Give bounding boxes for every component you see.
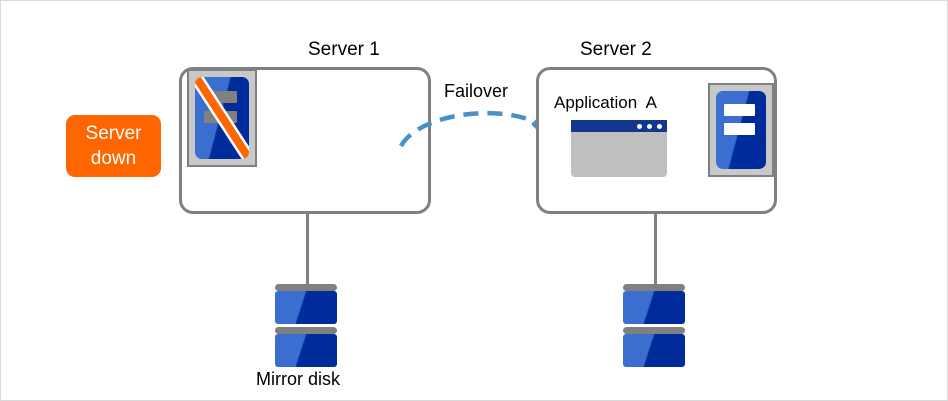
server-icon (708, 83, 774, 177)
disabled-slash-icon (195, 77, 249, 159)
mirror-disk-stack-right (623, 284, 685, 367)
window-dot-2 (647, 123, 652, 129)
server-down-line2: down (90, 148, 137, 169)
application-label: Application A (554, 93, 658, 112)
disk-cap-1 (623, 284, 685, 291)
application-window-body (571, 132, 667, 177)
application-window-icon (571, 120, 667, 177)
disk-block-2 (275, 334, 337, 367)
disk-block-1 (275, 291, 337, 324)
server-down-badge: Server down (66, 115, 161, 177)
failover-label: Failover (444, 81, 509, 101)
server-icon-bar-1 (724, 104, 755, 116)
window-dot-3 (657, 123, 662, 129)
disk-cap-2 (623, 327, 685, 334)
server-down-line1: Server (85, 123, 142, 144)
server-icon-bar-2 (724, 122, 755, 135)
disk-cap-2 (275, 327, 337, 334)
mirror-disk-label: Mirror disk (256, 369, 340, 389)
server-2-disk-connector (654, 214, 657, 287)
server-2-title: Server 2 (580, 39, 652, 60)
disk-cap-1 (275, 284, 337, 291)
server-icon-body (716, 91, 766, 169)
mirror-disk-stack-left (275, 284, 337, 367)
disk-block-2 (623, 334, 685, 367)
server-1-title: Server 1 (308, 39, 380, 60)
server-1-disk-connector (306, 214, 309, 287)
disk-block-1 (623, 291, 685, 324)
window-dot-1 (637, 123, 642, 129)
server-icon-disabled (187, 69, 257, 167)
server-icon-body (195, 77, 249, 159)
application-window-titlebar (571, 120, 667, 132)
